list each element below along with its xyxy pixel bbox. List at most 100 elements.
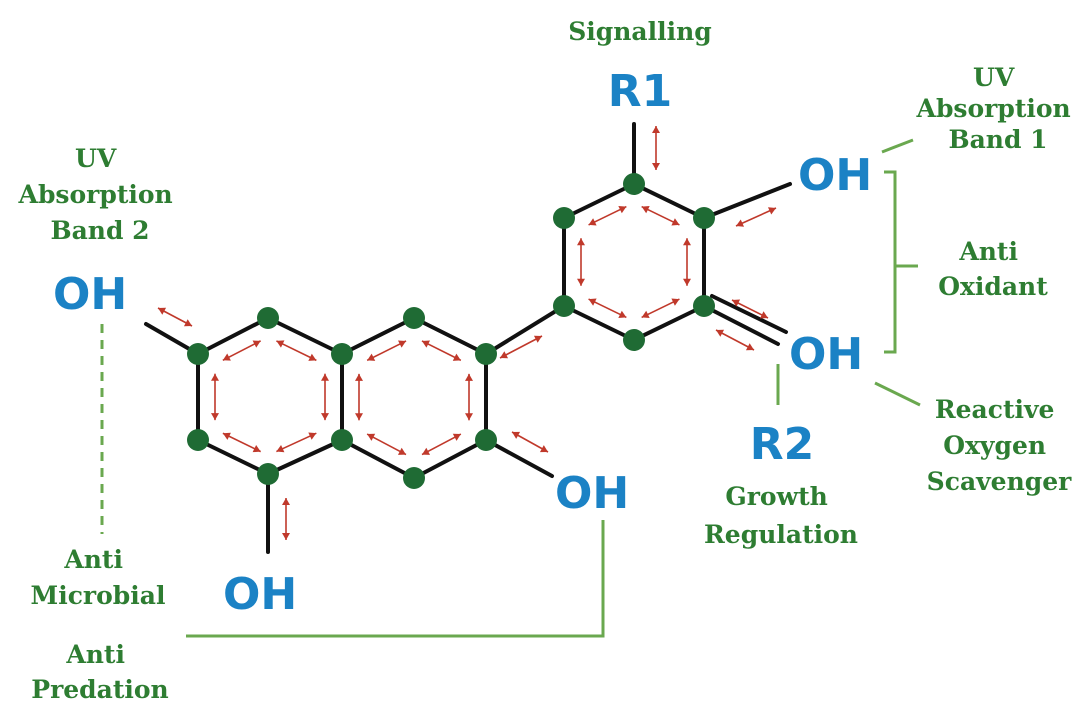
ring-a-arrow-3	[321, 373, 330, 421]
ring-c-arrow-4-head	[683, 278, 691, 286]
ring-c-arrow-4	[683, 238, 691, 286]
ring-b-arrow-2	[421, 340, 462, 362]
growth-regulation-label: Growth Regulation	[704, 482, 858, 549]
sub-arrow-linker-head	[533, 335, 542, 343]
bond-a4-a5	[266, 438, 344, 476]
sub-arrow-oh-ros-b-head	[745, 343, 754, 351]
ring-b-arrow-6	[354, 373, 363, 421]
oh-uv-band1-label: OH	[798, 150, 872, 201]
ring-c-arrow-5-shaft	[641, 298, 680, 319]
sub-arrow-oh-ros-a-head	[759, 311, 768, 319]
sub-arrow-oh-ros-a-head	[732, 299, 741, 307]
ring-a-arrow-2-head	[308, 353, 317, 361]
sub-arrow-oh-band2	[157, 307, 193, 327]
bond-c3-c4	[632, 182, 706, 220]
sub-arrow-r1	[652, 126, 660, 170]
molecule-atoms	[187, 173, 715, 489]
ring-a-arrow-5-shaft	[222, 432, 262, 453]
ring-a-arrow-2	[276, 340, 317, 362]
ring-c-arrow-1-head	[577, 238, 585, 246]
ring-b-arrow-3	[465, 373, 474, 421]
atom-c6	[623, 329, 645, 351]
sub-arrow-r1-head	[652, 163, 660, 170]
ring-a-arrow-2-head	[276, 340, 285, 348]
oh-predation-label: OH	[555, 468, 629, 519]
sub-arrow-linker	[499, 335, 543, 359]
leader-anti-predation	[186, 520, 605, 638]
function-labels: Signalling UV Absorption Band 1 Anti Oxi…	[18, 17, 1080, 704]
sub-arrow-oh-bottom	[282, 498, 290, 540]
leader-anti-oxidant-bracket	[884, 170, 897, 354]
oh-uv-band2-label: OH	[53, 269, 127, 320]
bond-b2-b3	[412, 316, 488, 356]
ring-a-arrow-4	[276, 432, 317, 453]
leader-uv-band1	[881, 138, 914, 154]
sub-arrow-oh-predation-head	[539, 445, 548, 453]
ring-a-arrow-4-shaft	[276, 432, 317, 453]
sub-arrow-oh-band2-head	[158, 307, 167, 315]
ring-c-arrow-3-shaft	[641, 205, 680, 226]
sub-arrow-oh-band1-head	[736, 219, 745, 227]
ring-a-arrow-5	[222, 432, 262, 453]
ring-a-arrow-5-head	[222, 432, 231, 440]
bond-b4-b5	[412, 438, 488, 480]
atom-b3	[475, 343, 497, 365]
sub-arrow-linker-shaft	[499, 335, 543, 359]
bond-b5-a4	[340, 438, 416, 480]
bond-a2-a3	[266, 316, 344, 356]
ring-c-arrow-6-head	[588, 298, 597, 306]
sub-arrow-oh-predation-head	[512, 431, 521, 439]
oh-bottom-label: OH	[223, 569, 297, 620]
ring-c-arrow-2-shaft	[588, 205, 627, 226]
sub-arrow-oh-ros-b-shaft	[715, 329, 755, 351]
ring-c-arrow-6-shaft	[588, 298, 627, 319]
sub-arrow-oh-predation	[511, 431, 549, 453]
oh-ros-label: OH	[789, 329, 863, 380]
bond-c5-c6	[632, 304, 706, 342]
sub-arrow-oh-band1-head	[767, 207, 776, 215]
atom-c2	[553, 207, 575, 229]
ring-c-arrow-6	[588, 298, 627, 319]
ring-a-arrow-5-head	[252, 444, 261, 453]
atom-a3	[331, 343, 353, 365]
atom-c3	[623, 173, 645, 195]
ring-a-arrow-1-head	[252, 340, 261, 348]
ring-c-arrow-6-head	[618, 310, 627, 318]
ring-c-arrow-5-head	[641, 310, 650, 318]
ring-b-arrow-5-head	[367, 433, 376, 441]
ring-a-arrow-6-head	[210, 413, 219, 421]
sub-arrow-oh-band1-shaft	[735, 207, 777, 227]
sub-arrow-linker-head	[500, 351, 509, 359]
bond-c6-c1	[562, 304, 636, 342]
ring-b-arrow-2-head	[421, 340, 431, 348]
atom-b2	[403, 307, 425, 329]
uv-band2-label: UV Absorption Band 2	[18, 144, 182, 245]
ring-a-arrow-4-head	[276, 444, 285, 453]
atom-a6	[187, 429, 209, 451]
ring-c-arrow-5	[641, 298, 680, 319]
ring-c-arrow-2-head	[618, 206, 627, 214]
ring-c-arrow-1	[577, 238, 585, 286]
ring-a-arrow-3-head	[321, 413, 330, 421]
ring-c-arrow-1-head	[577, 278, 585, 286]
uv-band1-label: UV Absorption Band 1	[916, 63, 1080, 154]
molecule-bonds	[144, 122, 792, 554]
ring-b-arrow-2-head	[452, 353, 461, 361]
ring-c-arrow-3-head	[641, 206, 650, 214]
ring-a-arrow-6-head	[210, 373, 219, 381]
substituent-bond-4	[484, 438, 554, 478]
sub-arrow-oh-bottom-head	[282, 498, 290, 505]
atom-c5	[693, 295, 715, 317]
ring-b-arrow-3-head	[465, 413, 474, 421]
atom-b5	[403, 467, 425, 489]
anti-oxidant-label: Anti Oxidant	[938, 237, 1048, 301]
ring-b-arrow-6-head	[354, 373, 363, 381]
atom-b4	[475, 429, 497, 451]
substituent-bond-2	[702, 182, 792, 220]
sub-arrow-oh-ros-b	[715, 329, 755, 351]
ring-a-arrow-1	[222, 340, 262, 362]
ring-a-arrow-2-shaft	[276, 340, 317, 362]
ring-b-arrow-1-head	[367, 353, 376, 361]
sub-arrow-oh-band1	[735, 207, 777, 227]
